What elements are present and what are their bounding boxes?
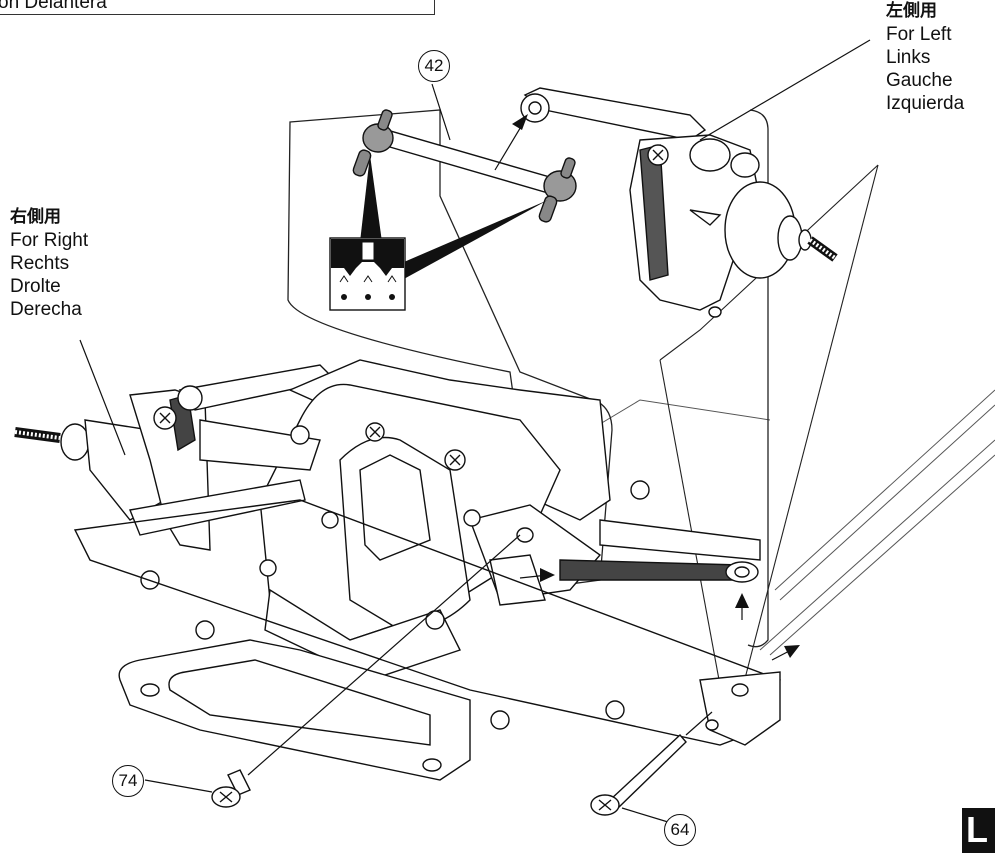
page-side-badge: L (962, 808, 995, 853)
detail-callout-frame-right (747, 109, 769, 648)
grease-pointer-right (390, 200, 548, 280)
left-side-label-es: Izquierda (886, 93, 965, 114)
left-side-label: 左側用 For Left Links Gauche Izquierda (886, 0, 964, 115)
right-side-label: 右側用 For Right Rechts Drolte Derecha (10, 206, 88, 321)
left-side-label-jp: 左側用 (886, 1, 937, 21)
left-side-label-de: Links (886, 47, 931, 68)
chassis-outline-lines (589, 389, 995, 656)
left-side-label-fr: Gauche (886, 70, 953, 91)
drive-shaft-42 (352, 109, 577, 223)
right-side-label-en: For Right (10, 230, 89, 251)
part-callout-42: 42 (418, 50, 450, 82)
chassis-gearbox-body (73, 359, 781, 746)
part-callout-64: 64 (664, 814, 696, 846)
page-side-letter: L (966, 809, 988, 850)
screw-74 (211, 769, 251, 808)
part-callout-74: 74 (112, 765, 144, 797)
right-side-label-jp: 右側用 (10, 207, 61, 227)
front-bumper (118, 639, 471, 781)
right-side-label-de: Rechts (10, 253, 70, 274)
right-side-label-es: Derecha (10, 299, 82, 320)
detail-callout-frame (287, 109, 613, 589)
left-knuckle-assembly (520, 87, 838, 318)
section-header-text: on Delantera (0, 0, 107, 13)
left-side-label-en: For Left (886, 24, 952, 45)
screw-64 (590, 733, 687, 816)
section-header-box: on Delantera (0, 0, 435, 15)
right-side-label-fr: Drolte (10, 276, 61, 297)
grease-gear-icon (329, 237, 406, 311)
grease-pointer-left (360, 155, 382, 242)
